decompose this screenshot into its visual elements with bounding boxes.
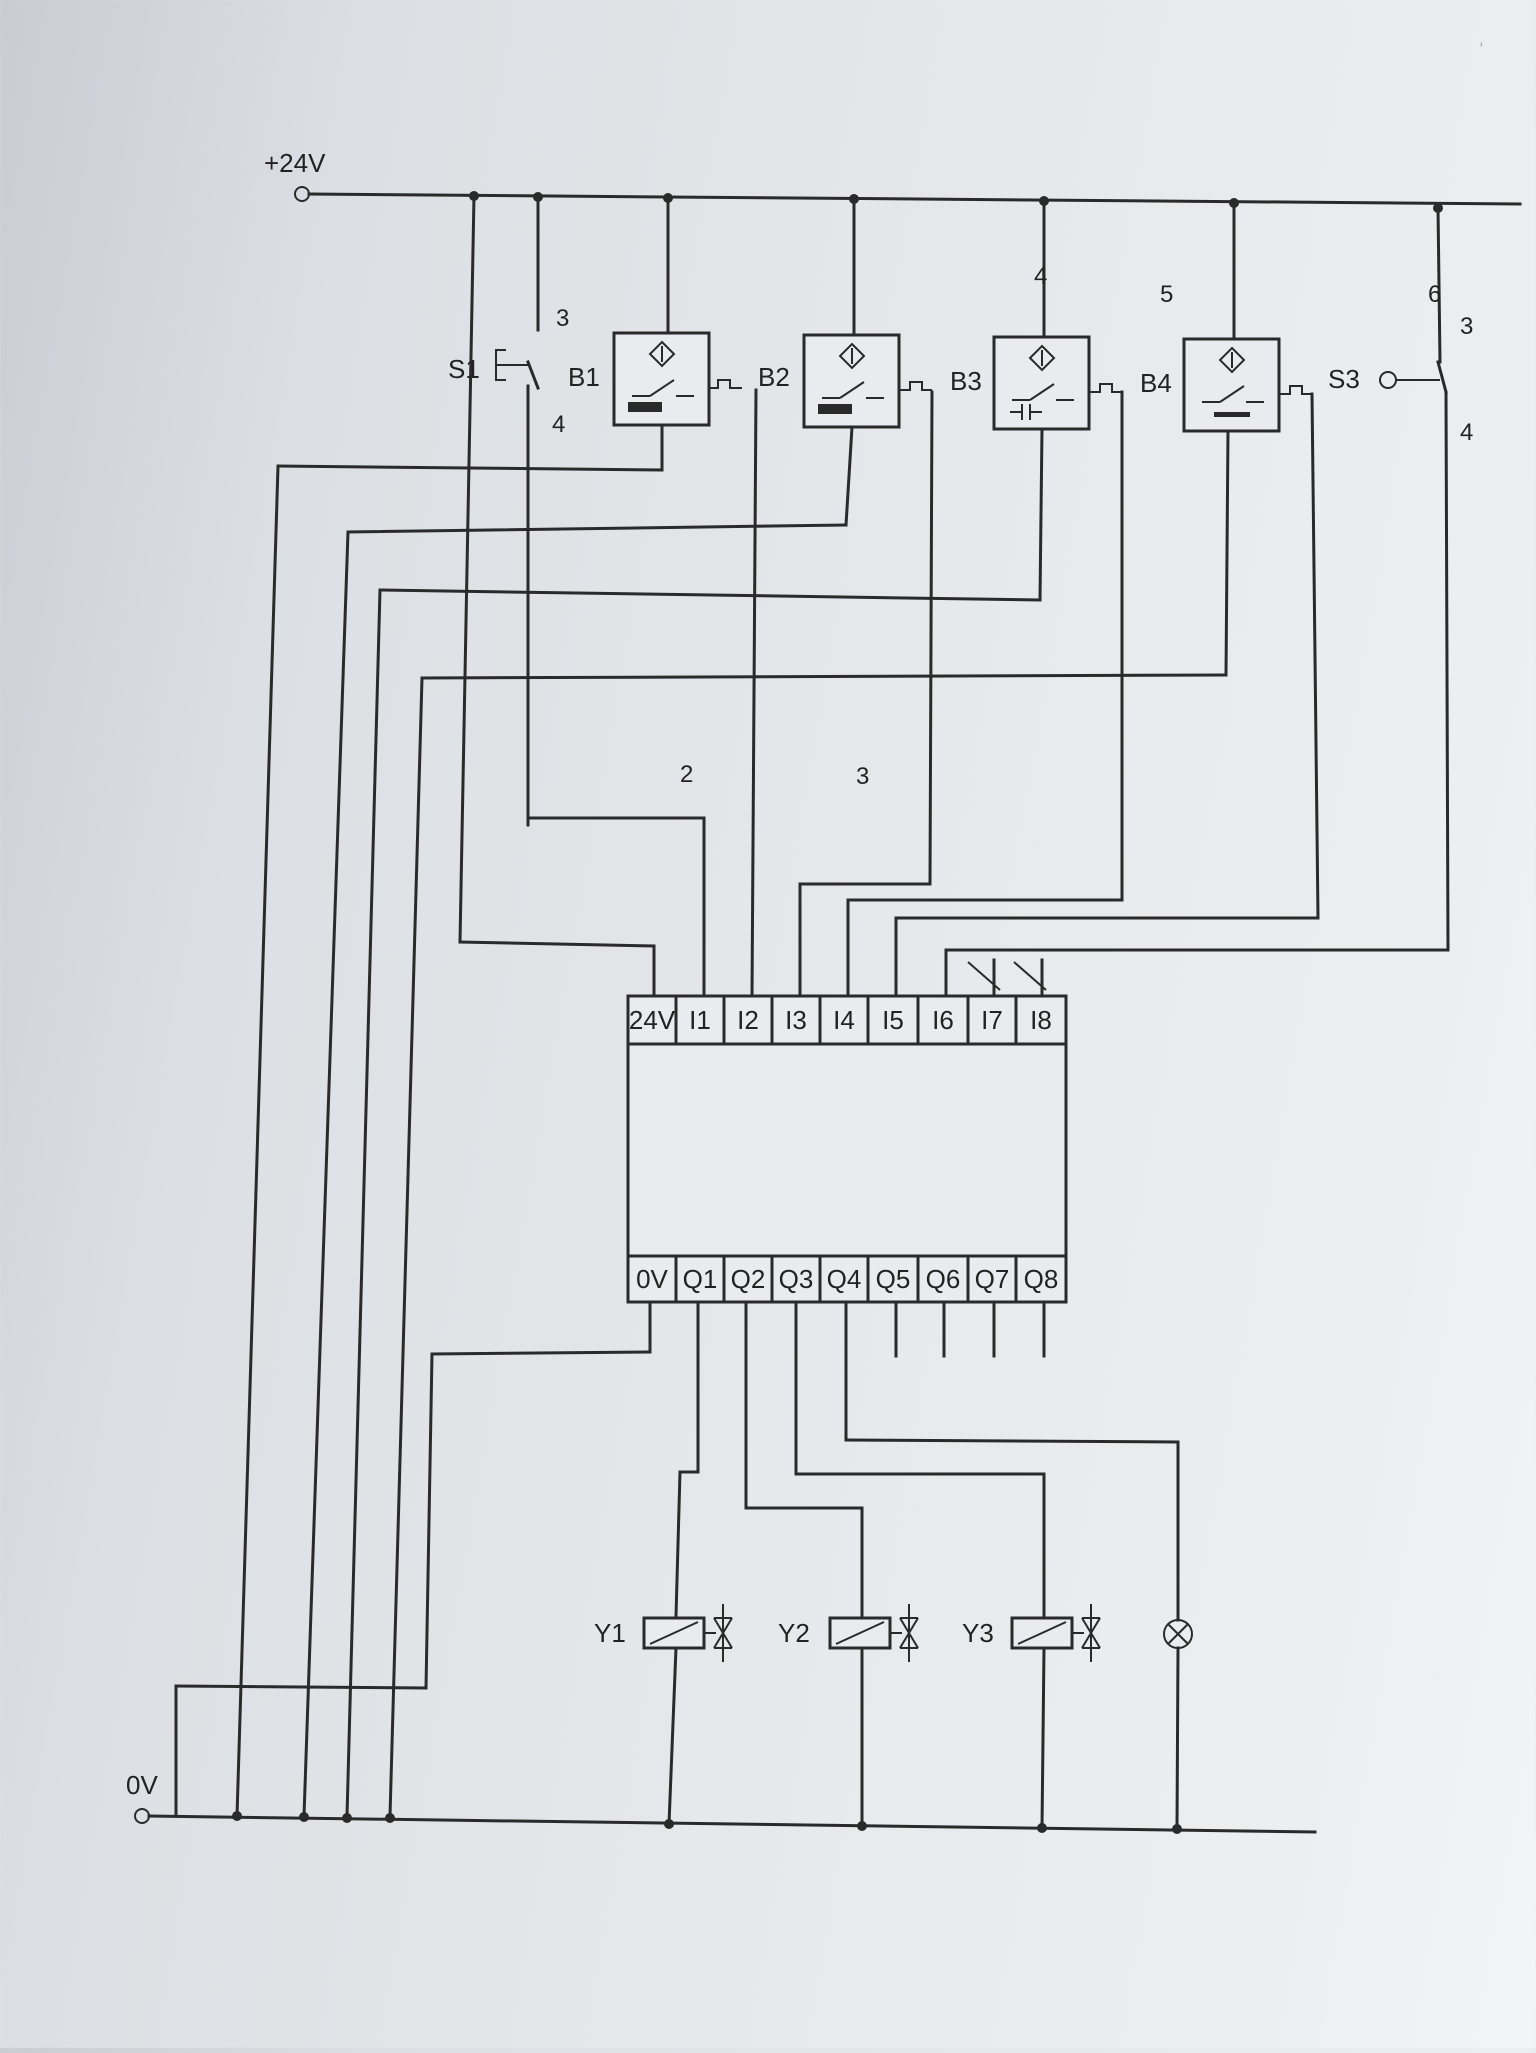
terminal-q1: Q1 <box>683 1264 718 1294</box>
plc-24v-feed <box>458 194 656 998</box>
sensor-b3 <box>345 199 1122 1818</box>
terminal-i1: I1 <box>689 1005 711 1035</box>
solenoid-y2: Y2 <box>778 1604 919 1662</box>
sensor-b1 <box>235 196 742 1818</box>
actuator-label: Y1 <box>594 1618 626 1648</box>
s1-label: S1 <box>448 354 480 384</box>
s3-wire-4: 4 <box>1460 419 1473 446</box>
terminal-q7: Q7 <box>975 1264 1010 1294</box>
s3-switch <box>944 206 1450 998</box>
lamp-icon <box>1163 1619 1193 1649</box>
mid-wire-2: 2 <box>680 761 693 788</box>
plus-24v-label: +24V <box>264 148 326 178</box>
terminal-i7: I7 <box>981 1005 1003 1035</box>
sensor-b4 <box>388 201 1320 1818</box>
zero-volt-rail <box>134 1808 1317 1834</box>
actuator-label: Y2 <box>778 1618 810 1648</box>
s1-wire-4: 4 <box>552 411 565 438</box>
sensor-b2 <box>302 197 932 1818</box>
plc-output-terminals: 0V Q1 Q2 Q3 Q4 Q5 Q6 Q7 Q8 <box>636 1264 1058 1294</box>
terminal-q4: Q4 <box>827 1264 862 1294</box>
terminal-i2: I2 <box>737 1005 759 1035</box>
b3-label: B3 <box>950 366 982 396</box>
s3-wire-3: 3 <box>1460 313 1473 340</box>
terminal-0v: 0V <box>636 1264 668 1294</box>
terminal-i8: I8 <box>1030 1005 1052 1035</box>
b2-label: B2 <box>758 362 790 392</box>
plus-24v-rail <box>294 186 1522 206</box>
terminal-q6: Q6 <box>926 1264 961 1294</box>
terminal-q2: Q2 <box>731 1264 766 1294</box>
b1-label: B1 <box>568 362 600 392</box>
b4-label: B4 <box>1140 368 1172 398</box>
plc-0v-wire <box>174 1300 652 1818</box>
plc-module <box>626 994 1068 1304</box>
solenoid-y3: Y3 <box>962 1604 1101 1662</box>
actuator-label: Y3 <box>962 1618 994 1648</box>
terminal-i3: I3 <box>785 1005 807 1035</box>
plc-input-terminals: 24V I1 I2 I3 I4 I5 I6 I7 I8 <box>629 1005 1052 1035</box>
zero-rail-junctions <box>232 1811 1182 1834</box>
s3-wire-6: 6 <box>1428 281 1441 308</box>
terminal-q3: Q3 <box>779 1264 814 1294</box>
terminal-24v: 24V <box>629 1005 676 1035</box>
terminal-i5: I5 <box>882 1005 904 1035</box>
unused-output-stubs <box>894 1300 1046 1358</box>
b3-wire-4: 4 <box>1034 263 1047 290</box>
corner-mark: ʾ <box>1478 41 1485 63</box>
valve-icon <box>1081 1604 1101 1662</box>
s1-pushbutton <box>495 195 706 998</box>
mid-wire-3: 3 <box>856 763 869 790</box>
terminal-i4: I4 <box>833 1005 855 1035</box>
terminal-q8: Q8 <box>1024 1264 1059 1294</box>
terminal-q5: Q5 <box>876 1264 911 1294</box>
solenoid-y1: Y1 <box>594 1604 733 1662</box>
terminal-i6: I6 <box>932 1005 954 1035</box>
valve-icon <box>899 1604 919 1662</box>
valve-icon <box>713 1604 733 1662</box>
unused-input-wires <box>967 958 1047 998</box>
s3-label: S3 <box>1328 364 1360 394</box>
s1-wire-3: 3 <box>556 305 569 332</box>
output-wiring <box>667 1300 1180 1831</box>
zero-volt-label: 0V <box>126 1770 158 1800</box>
b4-wire-5: 5 <box>1160 281 1173 308</box>
